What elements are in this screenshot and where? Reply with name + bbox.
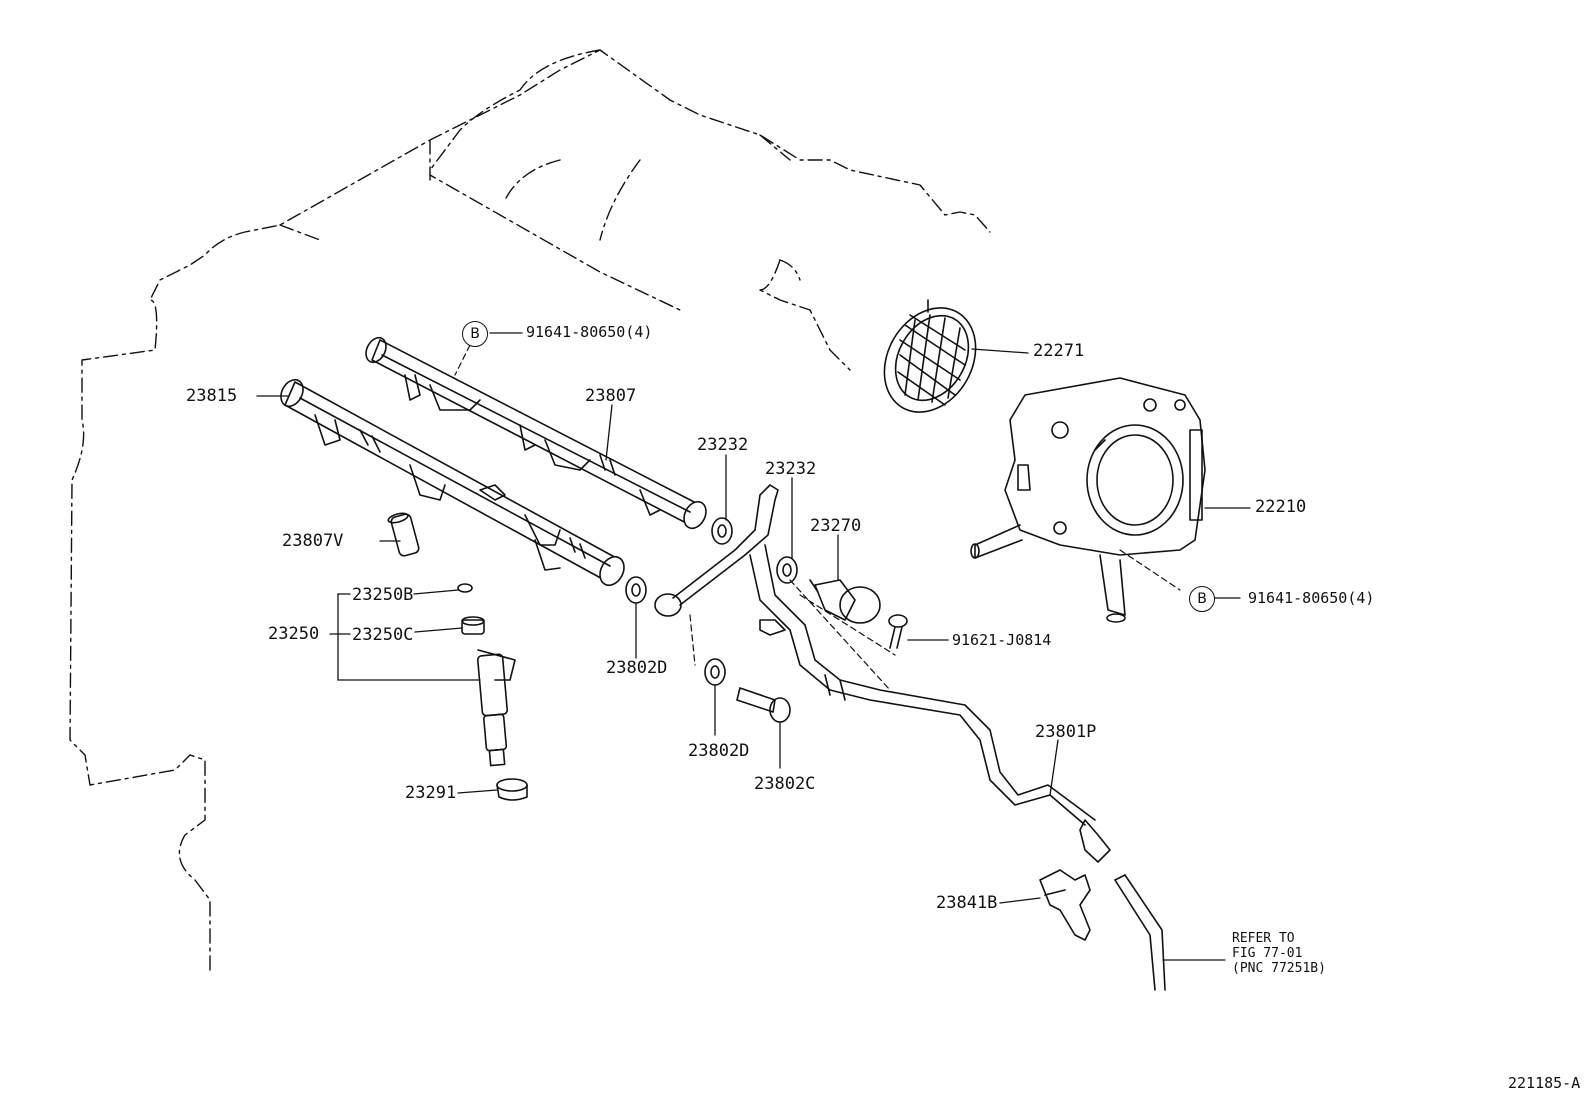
label-clamp-23841b: 23841B xyxy=(936,893,998,913)
bolt-91621-drawing xyxy=(889,615,907,648)
delivery-pipe-23815-drawing xyxy=(277,376,629,589)
label-delivery-pipe-23815: 23815 xyxy=(186,386,238,406)
label-refer-line2: FIG 77-01 xyxy=(1232,946,1303,961)
label-bolt-b-right: 91641-80650(4) xyxy=(1248,589,1375,607)
label-insulator-23291: 23291 xyxy=(405,783,457,803)
b-marker-right: B xyxy=(1189,586,1215,612)
label-union-bolt-23802c: 23802C xyxy=(754,774,816,794)
damper-23270-drawing xyxy=(810,580,880,623)
label-delivery-pipe-23807: 23807 xyxy=(585,386,637,406)
clamp-23841b-drawing xyxy=(1040,870,1090,940)
label-gasket-23232-b: 23232 xyxy=(765,459,817,479)
label-fuel-pipe-23801p: 23801P xyxy=(1035,722,1097,742)
label-gasket-23232-a: 23232 xyxy=(697,435,749,455)
injector-drawing xyxy=(458,584,527,800)
label-gasket-23802d-b: 23802D xyxy=(688,741,750,761)
b-marker-top: B xyxy=(462,321,488,347)
gasket-22271-drawing xyxy=(866,291,994,428)
label-refer-line1: REFER TO xyxy=(1232,931,1295,946)
label-bolt-91621: 91621-J0814 xyxy=(952,631,1052,649)
label-injector-23250: 23250 xyxy=(268,624,320,644)
engine-outline xyxy=(70,50,990,970)
assembly-dash-lines xyxy=(455,345,1180,690)
leader-lines xyxy=(257,333,1250,960)
delivery-pipe-23807-drawing xyxy=(362,334,710,532)
fuel-pipe-drawing xyxy=(655,485,1110,862)
union-bolt-drawing xyxy=(737,688,790,722)
label-gasket-22271: 22271 xyxy=(1033,341,1085,361)
spacer-23807v-drawing xyxy=(387,512,420,557)
figure-id: 221185-A xyxy=(1508,1074,1581,1092)
label-gasket-23802d-a: 23802D xyxy=(606,658,668,678)
label-spacer-23807v: 23807V xyxy=(282,531,344,551)
label-oring-23250b: 23250B xyxy=(352,585,414,605)
label-cap-23250c: 23250C xyxy=(352,625,414,645)
label-throttle-body-22210: 22210 xyxy=(1255,497,1307,517)
refer-hose-drawing xyxy=(1115,875,1165,990)
label-bolt-b-top: 91641-80650(4) xyxy=(526,323,653,341)
label-damper-23270: 23270 xyxy=(810,516,862,536)
throttle-body-drawing xyxy=(971,378,1205,622)
label-refer-line3: (PNC 77251B) xyxy=(1232,961,1326,976)
